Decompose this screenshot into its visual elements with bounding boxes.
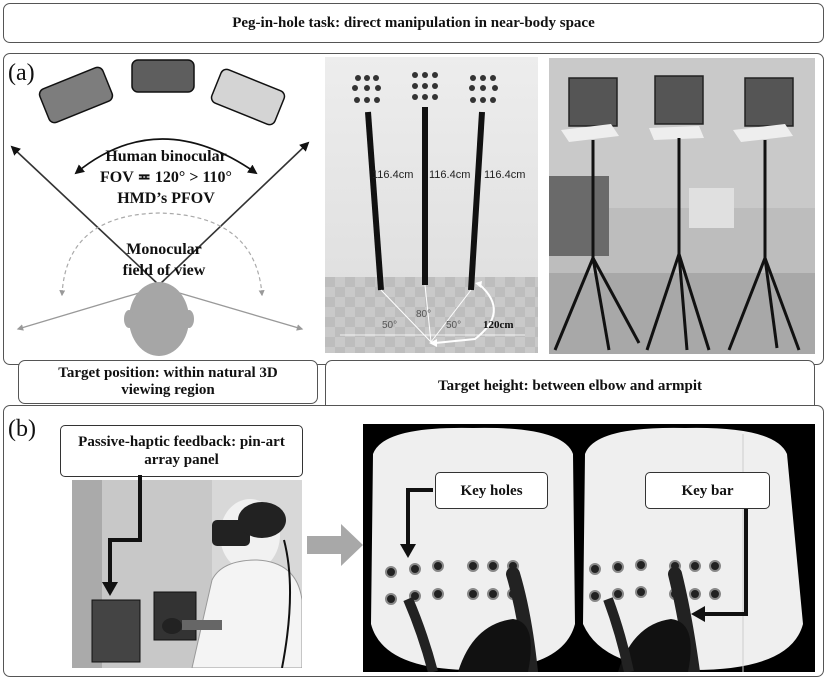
pole-height-2: 116.4cm <box>429 169 470 181</box>
display-right <box>210 68 287 127</box>
panel-b-label: (b) <box>8 416 36 443</box>
real-setup-photo <box>549 58 815 354</box>
monocular-text-line2: field of view <box>123 262 206 279</box>
angle-label-right: 50° <box>446 320 461 331</box>
page-title: Peg-in-hole task: direct manipulation in… <box>232 15 595 32</box>
key-holes-text: Key holes <box>460 482 522 500</box>
display-left <box>38 66 115 125</box>
key-holes-callout: Key holes <box>435 472 548 509</box>
target-position-text: Target position: within natural 3D viewi… <box>49 365 287 399</box>
fov-diagram: Human binocular FOV ≖ 120° > 110° HMD’s … <box>6 55 318 360</box>
angle-label-mid: 80° <box>416 309 431 320</box>
head-icon <box>124 282 194 356</box>
fov-text-line1: Human binocular <box>105 148 226 165</box>
monocular-text-line1: Monocular <box>126 241 202 258</box>
vr-poles-render: 116.4cm 116.4cm 116.4cm 50° 80° 50° 120c… <box>325 57 538 353</box>
distance-label: 120cm <box>483 319 514 331</box>
target-position-banner: Target position: within natural 3D viewi… <box>18 360 318 404</box>
pole-height-1: 116.4cm <box>372 169 413 181</box>
pole-height-3: 116.4cm <box>484 169 525 181</box>
title-banner: Peg-in-hole task: direct manipulation in… <box>3 3 824 43</box>
key-bar-text: Key bar <box>681 482 733 500</box>
haptic-arrow <box>95 470 155 600</box>
target-height-text: Target height: between elbow and armpit <box>438 378 702 395</box>
haptic-text: Passive-haptic feedback: pin-art array p… <box>61 433 302 469</box>
display-center <box>132 60 194 92</box>
hmd-view <box>363 424 815 672</box>
transition-arrow-icon <box>305 520 365 570</box>
fov-text-line3: HMD’s PFOV <box>117 190 215 207</box>
angle-label-left: 50° <box>382 320 397 331</box>
key-bar-callout: Key bar <box>645 472 770 509</box>
fov-text-line2: FOV ≖ 120° > 110° <box>100 169 232 186</box>
